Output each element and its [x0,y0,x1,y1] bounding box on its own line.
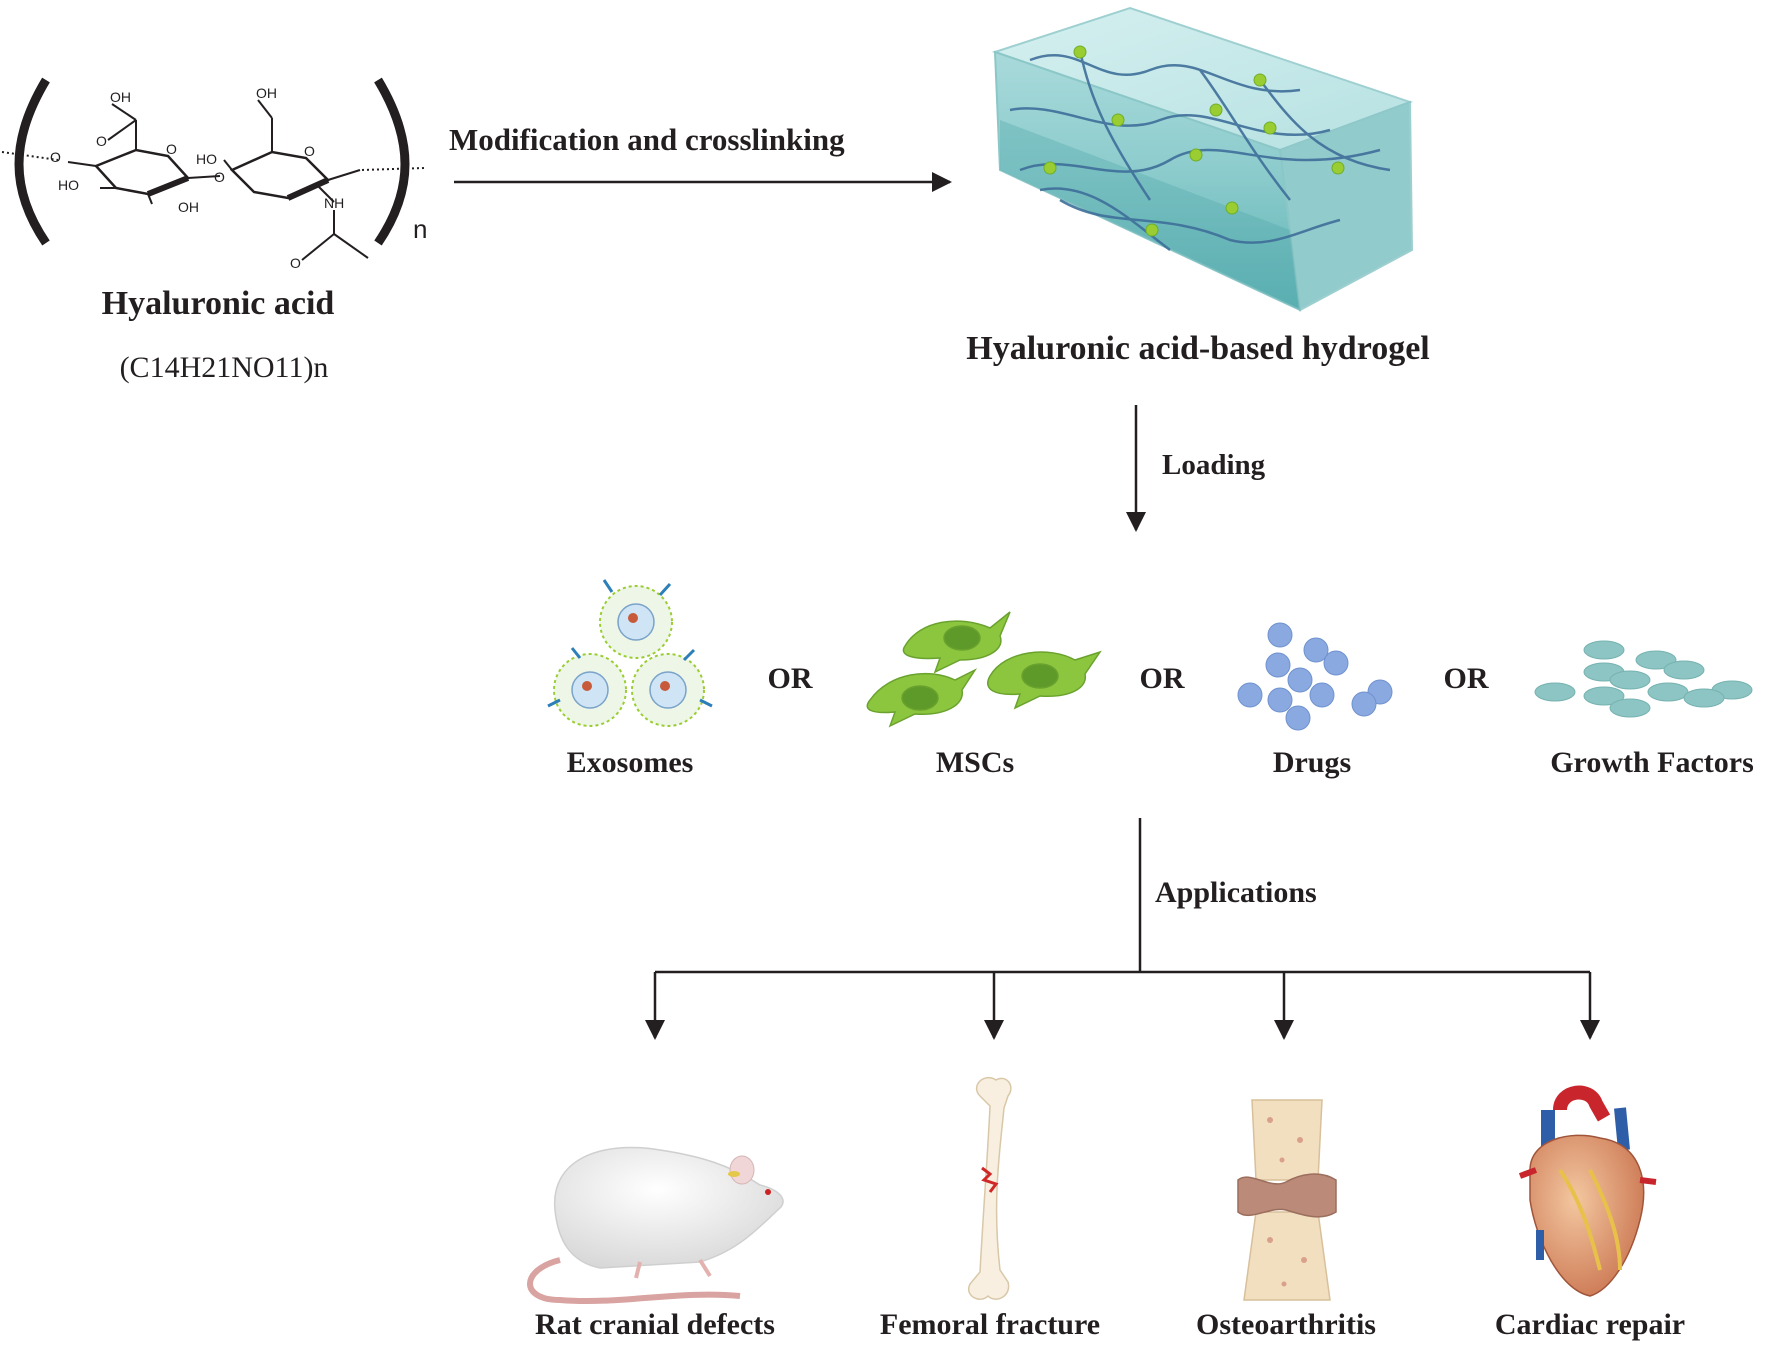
right-bond [361,167,425,171]
crosslinking-label: Modification and crosslinking [449,122,845,157]
atom-label: HO [58,177,79,193]
atom-label: NH [324,195,344,211]
heart-icon [1518,1085,1657,1297]
cargo-separator-2: OR [1139,662,1185,695]
atom-label: O [214,169,225,185]
atom-label: OH [178,199,199,215]
loading-label: Loading [1162,449,1266,481]
left-bracket [14,77,50,246]
application-label-osteoarthritis: Osteoarthritis [1196,1308,1376,1341]
hyaluronic-acid-structure: OH O O HO OH O HO O OH NH O O n [1,77,427,271]
applications-label: Applications [1155,876,1317,909]
bone-icon [967,1076,1012,1300]
atom-label: HO [196,151,217,167]
cargo-separator-3: OR [1443,662,1489,695]
hydrogel-name: Hyaluronic acid-based hydrogel [966,330,1430,367]
application-label-rat: Rat cranial defects [535,1308,775,1341]
ring1-bold-edge [146,175,190,197]
cargo-label-drugs: Drugs [1272,746,1352,779]
atom-label: O [304,143,315,159]
molecule-formula: (C14H21NO11)n [119,351,329,384]
application-label-cardiac: Cardiac repair [1494,1308,1686,1341]
exosome-icon [547,579,713,727]
atom-label: OH [256,85,277,101]
atom-label: O [96,133,107,149]
atom-label: OH [110,89,131,105]
growth-factor-icon [1534,640,1753,718]
repeat-subscript: n [413,214,427,244]
hydrogel-block-icon [991,6,1414,312]
molecule-name: Hyaluronic acid [101,285,335,322]
atom-label: O [166,141,177,157]
cargo-label-mscs: MSCs [935,746,1015,779]
rat-icon [527,1146,784,1305]
atom-label: O [50,149,61,165]
cargo-separator-1: OR [767,662,813,695]
joint-icon [1237,1099,1337,1301]
atom-label: O [290,255,301,271]
application-label-femoral: Femoral fracture [879,1308,1101,1341]
right-bracket [374,77,410,246]
cargo-label-exosomes: Exosomes [566,746,694,779]
drug-particles-icon [1237,622,1393,731]
cargo-label-growth-factors: Growth Factors [1550,746,1754,779]
msc-cell-icon [866,611,1102,728]
